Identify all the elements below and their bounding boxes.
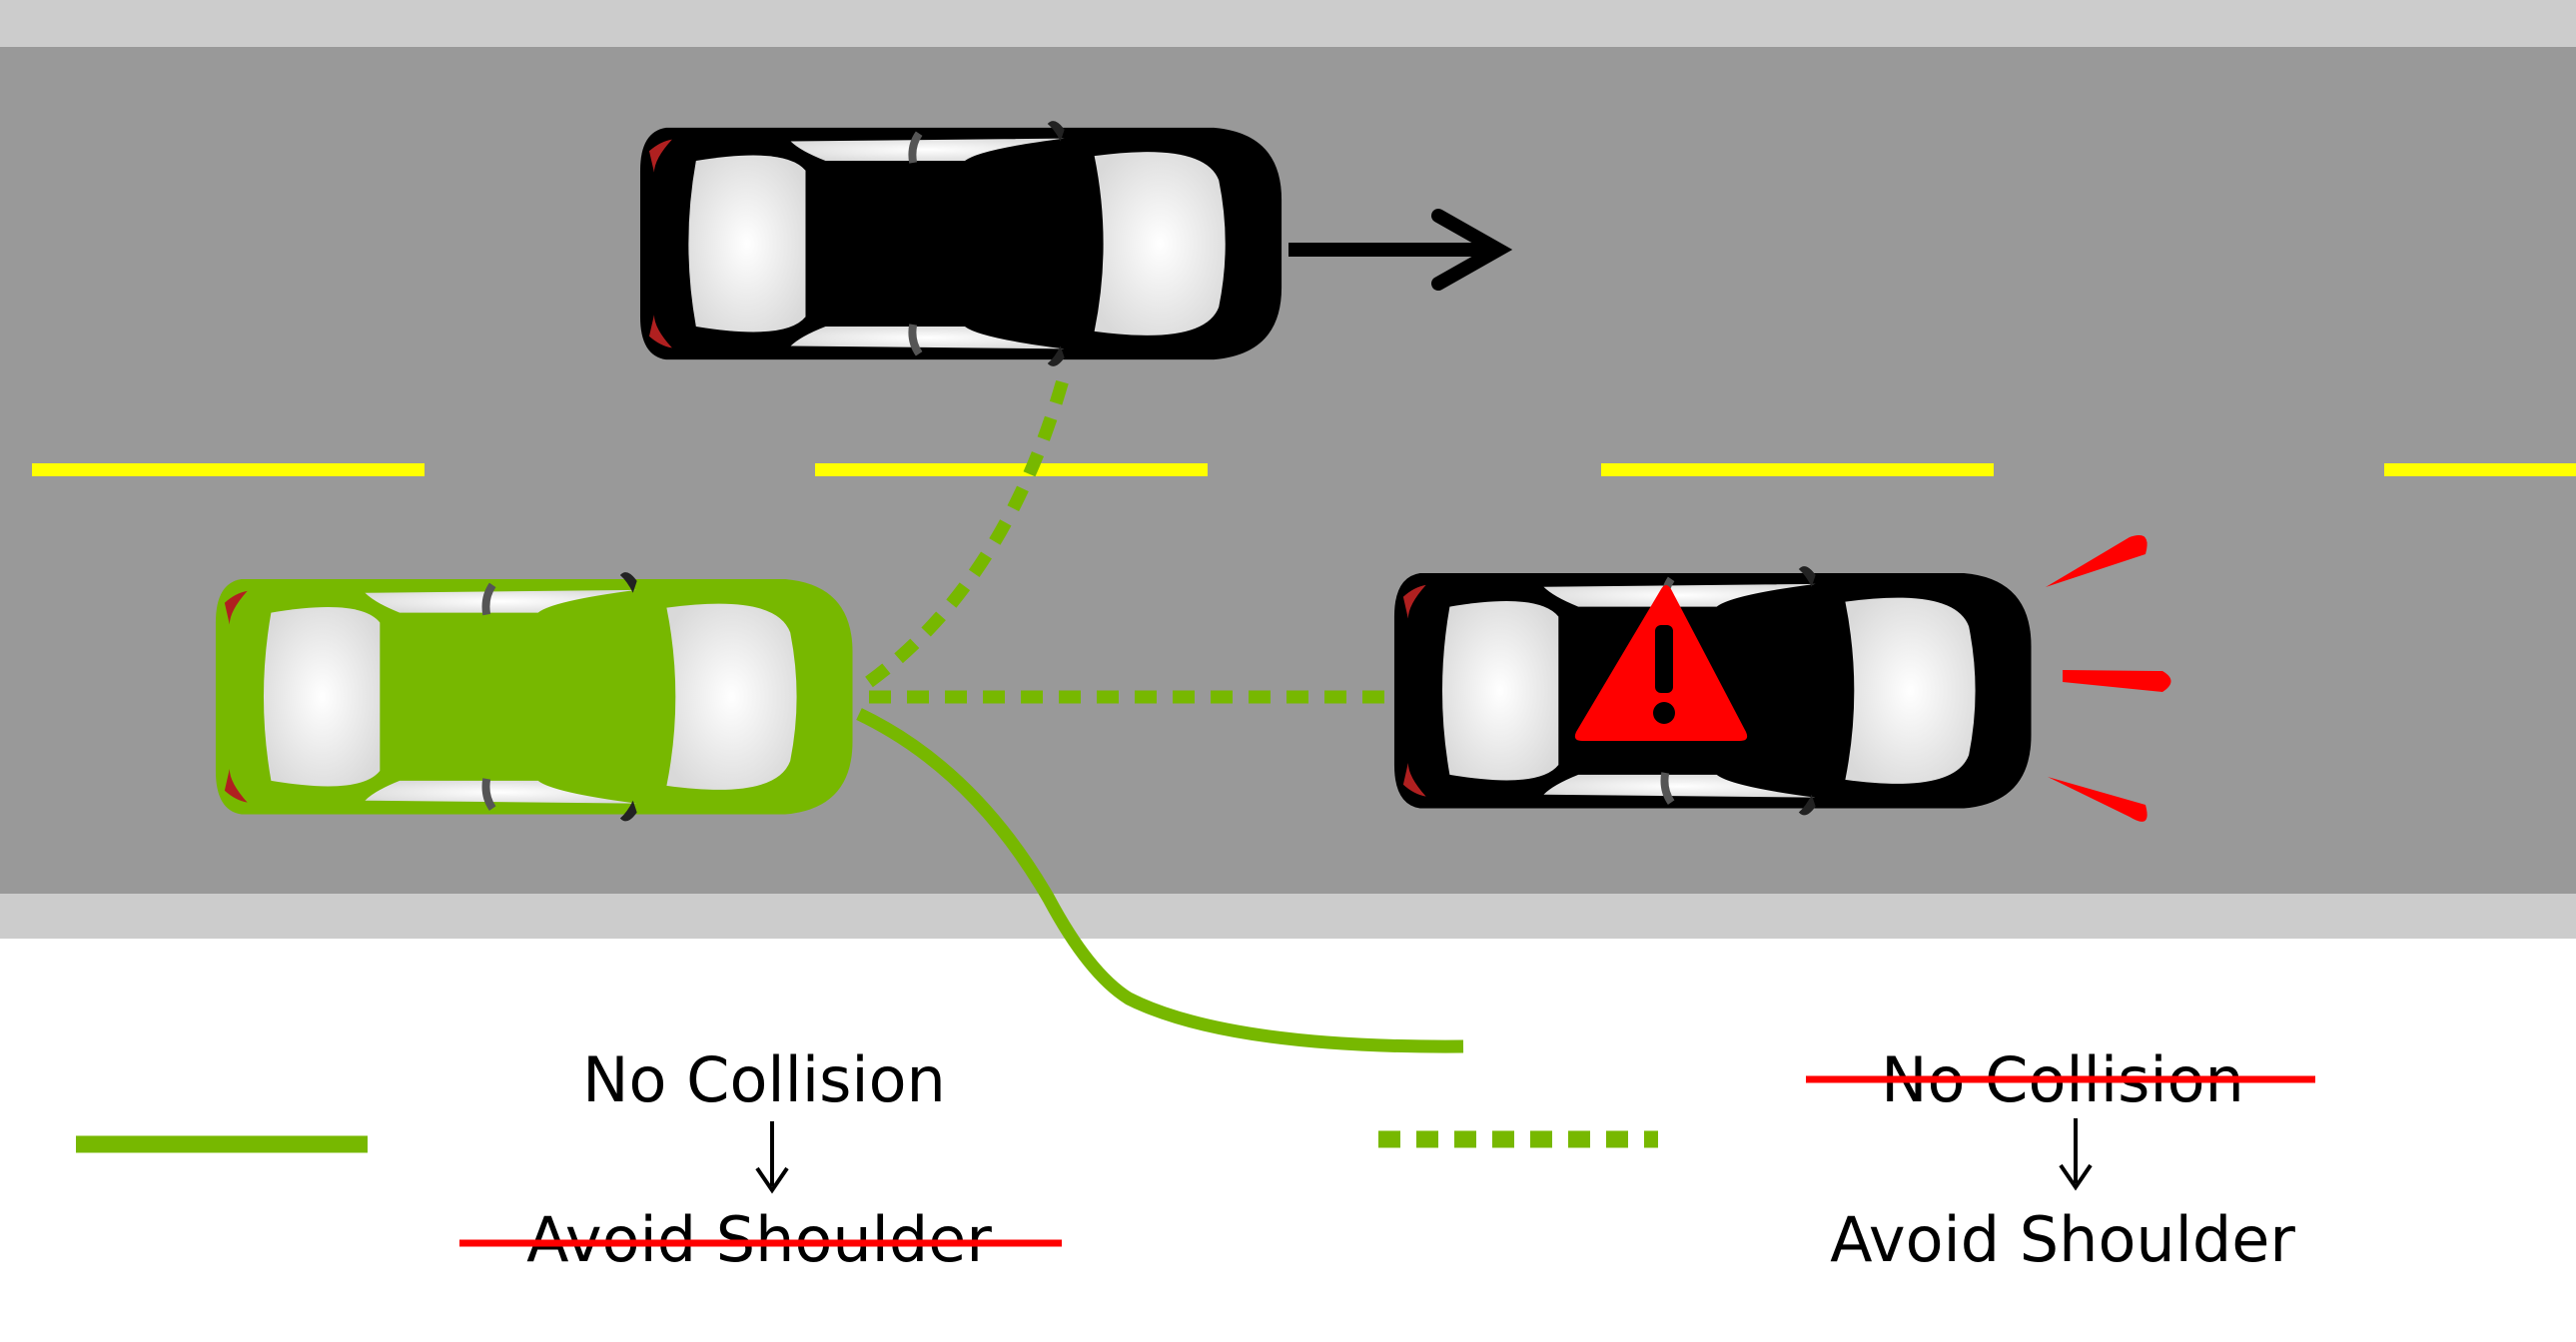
lane-dash — [2384, 463, 2576, 476]
lane-dash — [32, 463, 425, 476]
lane-dash — [815, 463, 1208, 476]
shoulder-top — [0, 0, 2576, 47]
ego-car — [216, 572, 853, 821]
solid-path-to-shoulder — [856, 708, 1464, 1053]
warning-triangle-icon — [1574, 585, 1748, 741]
dotted-path-to-lead-car — [865, 367, 1073, 688]
lane-dash — [1601, 463, 1994, 476]
dotted-avoid-shoulder-label: Avoid Shoulder — [1830, 1203, 2295, 1276]
solid-no-collision-label: No Collision — [582, 1043, 946, 1116]
right-arrow-icon — [1288, 209, 1513, 291]
down-arrow-icon — [2059, 1118, 2093, 1191]
alert-rays-icon — [2046, 535, 2171, 822]
down-arrow-icon — [755, 1121, 789, 1194]
lead-car-moving — [640, 121, 1282, 366]
lane-markings — [32, 463, 2576, 476]
shoulder-bottom — [0, 894, 2576, 939]
